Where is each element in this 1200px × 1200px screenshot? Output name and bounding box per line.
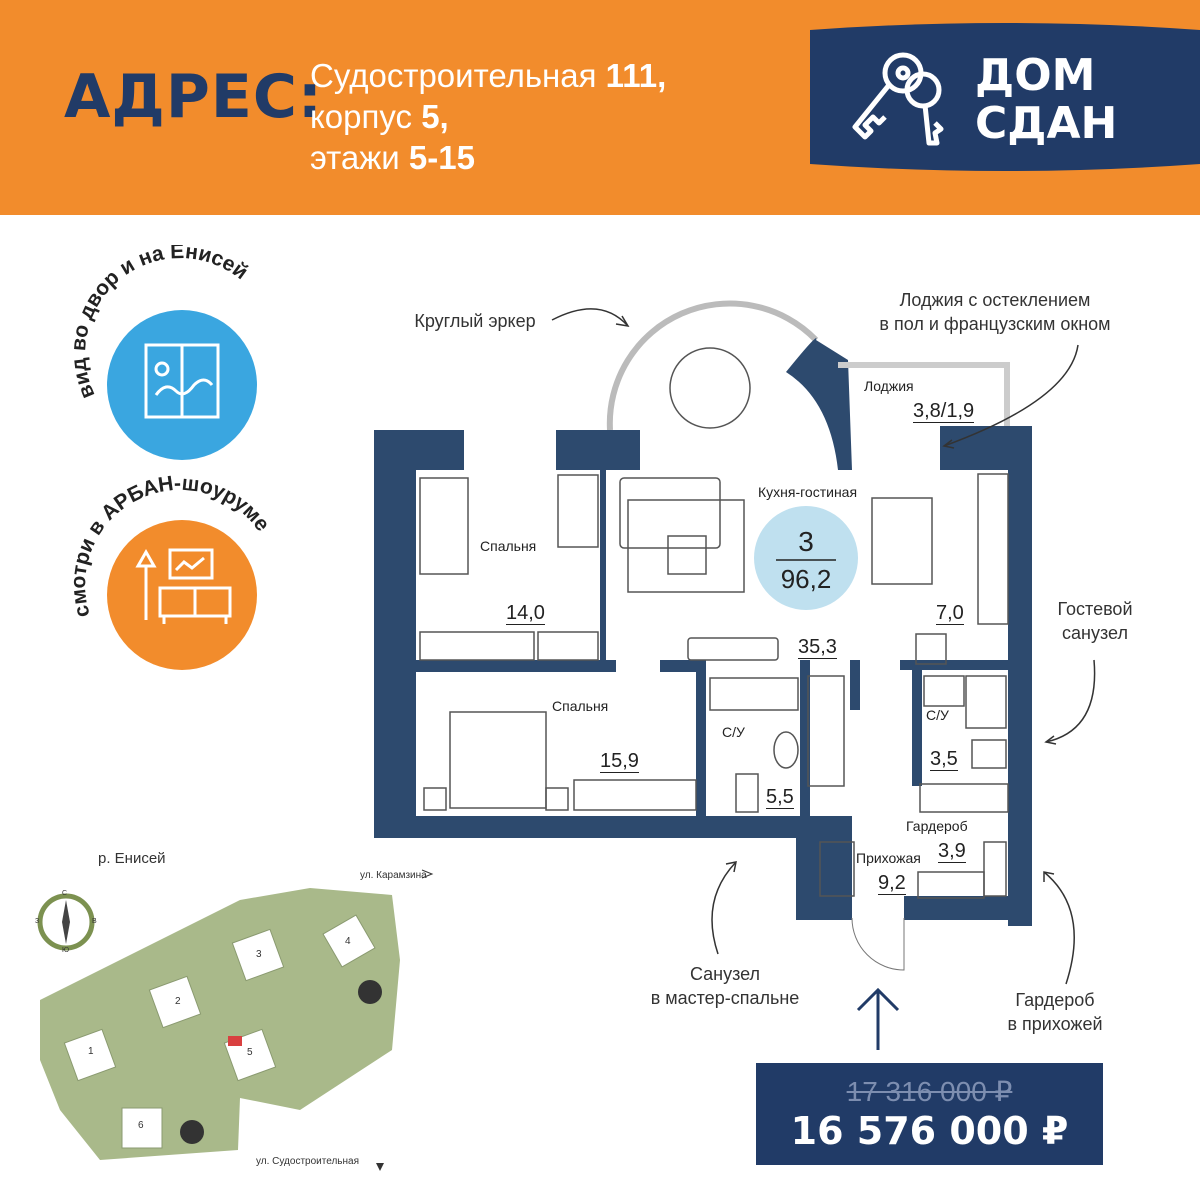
master-bath-label: С/У	[722, 724, 745, 740]
master-bath-note-line1: Санузел	[689, 964, 761, 984]
loggia-area: 3,8/1,9	[913, 400, 975, 423]
sofa-icon	[135, 548, 232, 624]
master-bath-note: Санузел в мастер-спальне	[630, 962, 820, 1010]
house-number: 111,	[605, 57, 667, 94]
guest-bath-note: Гостевой санузел	[1040, 597, 1150, 645]
new-price: 16 576 000 ₽	[790, 1109, 1069, 1153]
loggia-label: Лоджия	[864, 378, 914, 394]
entrance-icon-2	[180, 1120, 204, 1144]
wardrobe-note: Гардероб в прихожей	[990, 988, 1120, 1036]
bedroom1-area: 14,0	[506, 602, 545, 625]
compass-w: З	[35, 918, 40, 925]
street-south-label: ул. Судостроительная	[256, 1156, 359, 1167]
erker-note: Круглый эркер	[414, 311, 536, 331]
furniture	[419, 347, 1009, 899]
erker-wall	[786, 338, 852, 470]
kitchen-living-area: 35,3	[798, 636, 837, 659]
kitchen-area: 7,0	[936, 602, 964, 625]
done-line2: СДАН	[975, 98, 1118, 149]
building-1-label: 1	[88, 1046, 94, 1057]
bedroom2-label: Спальня	[552, 698, 609, 714]
building-4-label: 4	[345, 936, 351, 947]
keys-icon	[852, 52, 944, 146]
current-building-marker	[228, 1036, 242, 1046]
compass-n: С	[62, 890, 68, 897]
annotation-arrows	[551, 308, 1096, 1050]
street-north-label: ул. Карамзина	[360, 870, 427, 881]
compass-e: В	[92, 918, 97, 925]
entrance-icon	[358, 980, 382, 1004]
house-done-text: ДОМ СДАН	[975, 52, 1117, 148]
done-line1: ДОМ	[975, 50, 1096, 101]
loggia-glass	[838, 362, 1008, 368]
wardrobe-note-line1: Гардероб	[1015, 990, 1095, 1010]
view-badge: вид во двор и на Енисей	[67, 245, 257, 460]
house-done-badge	[810, 23, 1200, 171]
loggia-note: Лоджия с остеклением в пол и французским…	[855, 288, 1135, 336]
guest-bath-label: С/У	[926, 707, 949, 723]
street-name: Судостроительная	[310, 57, 597, 94]
building-3-label: 3	[256, 949, 262, 960]
kitchen-living-label: Кухня-гостиная	[758, 484, 858, 500]
window-icon	[144, 343, 220, 419]
rooms-count: 3	[798, 526, 814, 557]
guest-bath-arrow	[1045, 659, 1096, 743]
walls	[374, 426, 1032, 926]
address-text: Судостроительная 111, корпус 5, этажи 5-…	[310, 55, 666, 178]
hall-area: 9,2	[878, 872, 906, 895]
floors-range: 5-15	[408, 139, 475, 176]
river-label: р. Енисей	[98, 850, 166, 867]
site-area	[40, 888, 400, 1160]
building-6-label: 6	[138, 1120, 144, 1131]
wardrobe-area: 3,9	[938, 840, 966, 863]
master-bath-area: 5,5	[766, 786, 794, 809]
loggia-note-line1: Лоджия с остеклением	[899, 290, 1091, 310]
floors-word: этажи	[310, 139, 400, 176]
wardrobe-arrow	[1043, 871, 1075, 985]
master-bath-note-line2: в мастер-спальне	[650, 988, 800, 1008]
site-map	[37, 869, 434, 1171]
total-area: 96,2	[780, 564, 832, 594]
building-word: корпус	[310, 98, 413, 135]
loggia-note-line2: в пол и французским окном	[879, 314, 1111, 334]
guest-bath-area: 3,5	[930, 748, 958, 771]
compass-icon	[37, 893, 95, 951]
building-number: 5,	[421, 98, 449, 135]
building-5-label: 5	[247, 1047, 253, 1058]
loggia-arrow	[943, 344, 1079, 447]
erker-window	[606, 300, 819, 431]
building-2-label: 2	[175, 996, 181, 1007]
erker-arrow	[551, 308, 629, 327]
bedroom2-area: 15,9	[600, 750, 639, 773]
wardrobe-note-line2: в прихожей	[1007, 1014, 1103, 1034]
hall-label: Прихожая	[856, 850, 921, 866]
old-price: 17 316 000 ₽	[846, 1076, 1013, 1107]
guest-bath-note-line2: санузел	[1062, 623, 1128, 643]
showroom-badge: смотри в АРБАН-шоуруме	[67, 472, 274, 670]
compass-s: Ю	[62, 947, 70, 954]
total-area-circle	[754, 506, 858, 610]
master-bath-arrow	[711, 861, 737, 955]
wardrobe-label: Гардероб	[906, 818, 968, 834]
floor-plan	[374, 300, 1032, 971]
address-label: АДРЕС:	[64, 62, 323, 132]
bedroom1-label: Спальня	[480, 538, 537, 554]
price-box: 17 316 000 ₽ 16 576 000 ₽	[756, 1063, 1103, 1165]
guest-bath-note-line1: Гостевой	[1057, 599, 1133, 619]
